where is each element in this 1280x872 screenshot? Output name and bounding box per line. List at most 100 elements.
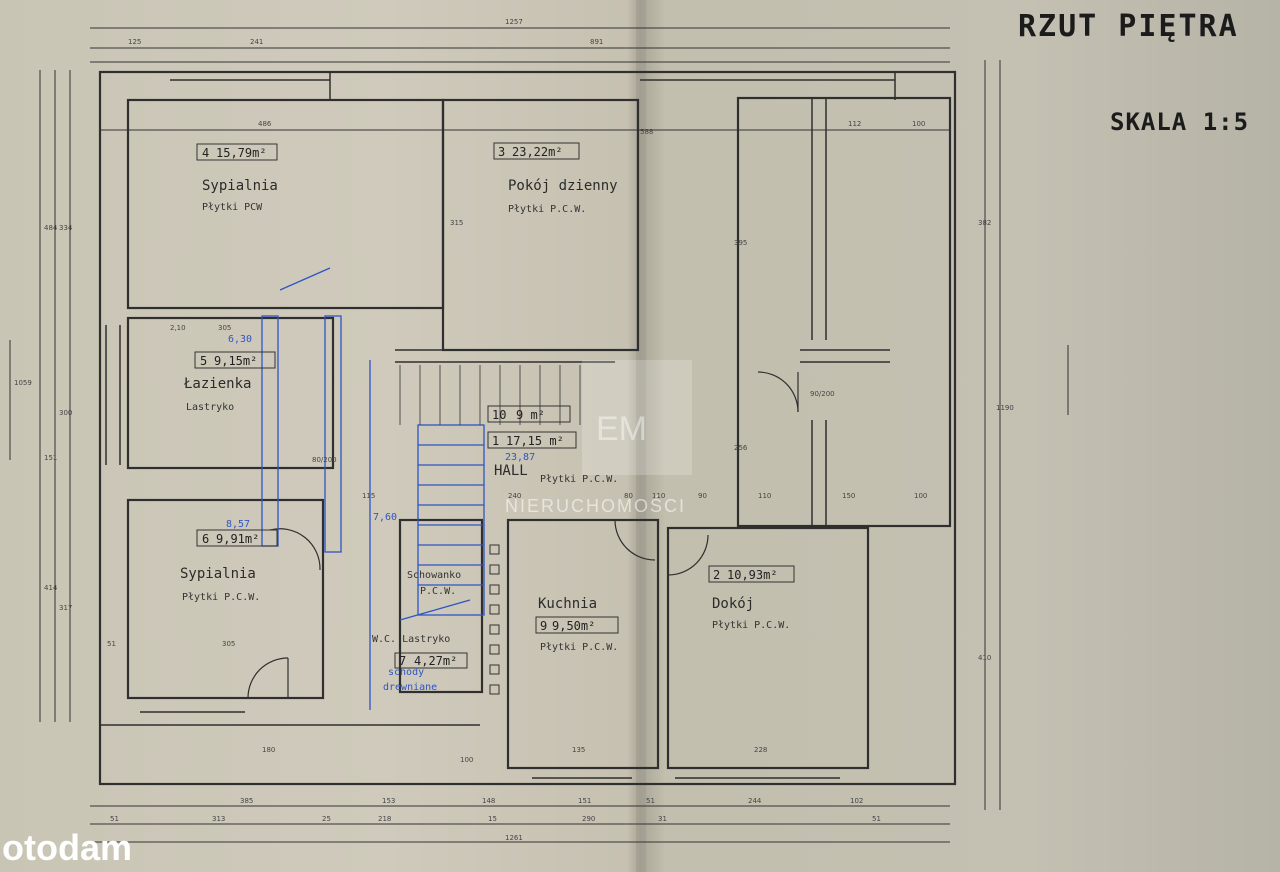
bed6-blue-value: 8,57 bbox=[226, 519, 250, 530]
dim-right-410: 410 bbox=[978, 654, 991, 662]
room3-number: 3 bbox=[498, 145, 505, 159]
dim-bot2-51b: 51 bbox=[872, 815, 881, 823]
dim-bot1-148: 148 bbox=[482, 797, 495, 805]
dim-bot2-313: 313 bbox=[212, 815, 225, 823]
dim-bot1-244: 244 bbox=[748, 797, 762, 805]
door-90-200: 90/200 bbox=[810, 390, 835, 398]
dim-left-1059: 1059 bbox=[14, 379, 32, 387]
room8-floor: P.C.W. bbox=[420, 586, 456, 597]
dim-r4-width: 486 bbox=[258, 120, 272, 128]
dim-opening-110: 110 bbox=[652, 492, 665, 500]
room4-number: 4 bbox=[202, 146, 209, 160]
dim-left-51: 51 bbox=[107, 640, 116, 648]
bal-100: 100 bbox=[460, 756, 473, 764]
dim-b110: 110 bbox=[758, 492, 771, 500]
dim-opening-80: 80 bbox=[624, 492, 633, 500]
vent-squares bbox=[489, 544, 500, 695]
dim-right-382: 382 bbox=[978, 219, 991, 227]
dim-bot2-290: 290 bbox=[582, 815, 595, 823]
room6-floor: Płytki P.C.W. bbox=[182, 592, 260, 603]
room10-number: 10 bbox=[492, 408, 506, 422]
left-dimension-lines bbox=[9, 70, 71, 722]
dim-opening-90: 90 bbox=[698, 492, 707, 500]
drawing-scale: SKALA 1:5 bbox=[1110, 108, 1249, 136]
room6-area: 9,91m² bbox=[216, 532, 259, 546]
dim-bot1-151: 151 bbox=[578, 797, 591, 805]
dim-r3-width: 588 bbox=[640, 128, 653, 136]
win-135: 135 bbox=[572, 746, 585, 754]
stair-treads bbox=[399, 365, 581, 425]
room1-floor: Płytki P.C.W. bbox=[540, 474, 618, 485]
dim-bot1-102: 102 bbox=[850, 797, 863, 805]
room3-name: Pokój dzienny bbox=[508, 178, 618, 194]
bottom-dimension-lines bbox=[90, 805, 950, 843]
room2-name: Dokój bbox=[712, 596, 754, 612]
stairs-note-1: schody bbox=[388, 667, 424, 678]
dim-bot2-51: 51 bbox=[110, 815, 119, 823]
drawing-title: RZUT PIĘTRA bbox=[1018, 9, 1239, 44]
room4-floor: Płytki PCW bbox=[202, 202, 263, 213]
right-dimension-lines bbox=[984, 60, 1069, 810]
room9-name: Kuchnia bbox=[538, 596, 597, 612]
dim-left-300: 300 bbox=[59, 409, 72, 417]
watermark-logo: EM bbox=[596, 410, 647, 448]
room5-number: 5 bbox=[200, 354, 207, 368]
room5-name: Łazienka bbox=[183, 376, 251, 392]
dim-hall-115: 115 bbox=[362, 492, 375, 500]
top-dimension-lines bbox=[90, 27, 950, 131]
dim-mid-315: 315 bbox=[450, 219, 463, 227]
brand-logo: otodam bbox=[2, 827, 132, 868]
dim-mid-395: 395 bbox=[734, 239, 747, 247]
room6-number: 6 bbox=[202, 532, 209, 546]
dim-bot2-218: 218 bbox=[378, 815, 391, 823]
dim-top-c: 891 bbox=[590, 38, 603, 46]
room7-name: W.C. Lastryko bbox=[372, 634, 450, 645]
door-swings bbox=[247, 371, 799, 699]
win-180: 180 bbox=[262, 746, 275, 754]
room2-floor: Płytki P.C.W. bbox=[712, 620, 790, 631]
room9-floor: Płytki P.C.W. bbox=[540, 642, 618, 653]
dim-top-a: 125 bbox=[128, 38, 141, 46]
dim-mid-256: 256 bbox=[734, 444, 748, 452]
dim-b100: 100 bbox=[914, 492, 927, 500]
room8-name: Schowanko bbox=[407, 570, 461, 581]
dim-bot1-153: 153 bbox=[382, 797, 395, 805]
dim-bot-total: 1261 bbox=[505, 834, 523, 842]
page-fold bbox=[636, 0, 646, 872]
room2-area: 10,93m² bbox=[727, 568, 778, 582]
room4-name: Sypialnia bbox=[202, 178, 278, 194]
bath-blue-value: 6,30 bbox=[228, 334, 252, 345]
dim-bath-305: 305 bbox=[218, 324, 231, 332]
watermark: EM bbox=[582, 360, 692, 475]
watermark-logo-box bbox=[582, 360, 692, 475]
room1-name: HALL bbox=[494, 463, 528, 479]
room4-area: 15,79m² bbox=[216, 146, 267, 160]
dim-hall-240: 240 bbox=[508, 492, 521, 500]
dim-b150: 150 bbox=[842, 492, 855, 500]
dim-left-414: 414 bbox=[44, 584, 58, 592]
dim-bot1-51: 51 bbox=[646, 797, 655, 805]
dim-right-1190: 1190 bbox=[996, 404, 1014, 412]
dim-bot2-25: 25 bbox=[322, 815, 331, 823]
room7-number: 7 bbox=[399, 654, 406, 668]
dim-bot2-31: 31 bbox=[658, 815, 667, 823]
dim-bot1-385: 385 bbox=[240, 797, 253, 805]
dim-top-b: 241 bbox=[250, 38, 263, 46]
hall-blue-value: 23,87 bbox=[505, 452, 535, 463]
wall-details bbox=[100, 72, 896, 779]
dim-bath-210: 2,10 bbox=[170, 324, 186, 332]
dim-left-151: 151 bbox=[44, 454, 57, 462]
room3-area: 23,22m² bbox=[512, 145, 563, 159]
door-80-200: 80/200 bbox=[312, 456, 337, 464]
room2-number: 2 bbox=[713, 568, 720, 582]
area-boxes bbox=[194, 142, 795, 669]
dim-bed6-305: 305 bbox=[222, 640, 235, 648]
watermark-text: NIERUCHOMOŚCI bbox=[505, 495, 686, 516]
dim-left-484: 484 bbox=[44, 224, 58, 232]
room7-area: 4,27m² bbox=[414, 654, 457, 668]
dim-top-total: 1257 bbox=[505, 18, 523, 26]
stairs-blue-annotations bbox=[261, 267, 485, 710]
room5-floor: Lastryko bbox=[186, 402, 234, 413]
